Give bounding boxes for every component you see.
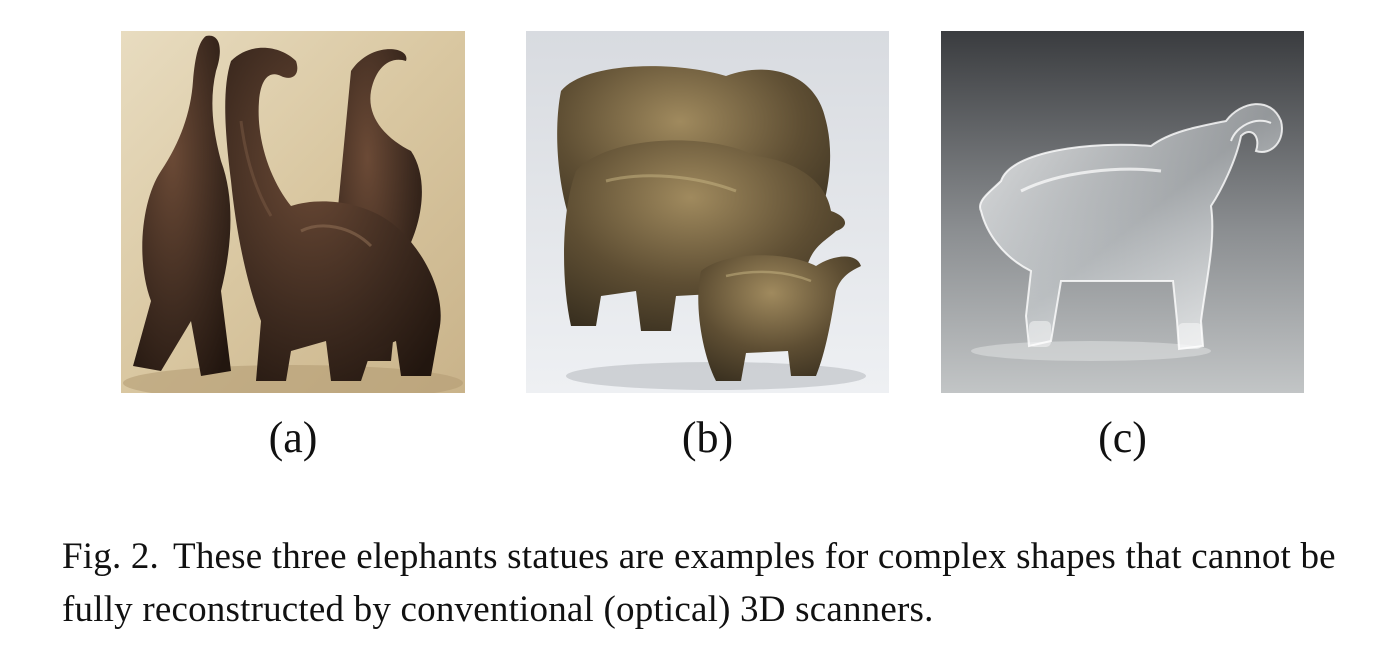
bronze-elephant-trio-image <box>121 31 465 393</box>
figure-panel-a <box>121 31 465 393</box>
figure-number: Fig. 2. <box>62 536 160 577</box>
subfigure-label-b: (b) <box>681 413 734 462</box>
glass-elephant-image <box>941 31 1304 393</box>
subfigure-label-c: (c) <box>1098 413 1147 462</box>
bronze-elephant-family-image <box>526 31 889 393</box>
figure-panel-b <box>526 31 889 393</box>
figure-caption: Fig. 2.These three elephants statues are… <box>62 530 1362 636</box>
caption-text: These three elephants statues are exampl… <box>62 536 1336 630</box>
subfigure-label-a: (a) <box>268 413 318 462</box>
figure-panel-c <box>941 31 1304 393</box>
